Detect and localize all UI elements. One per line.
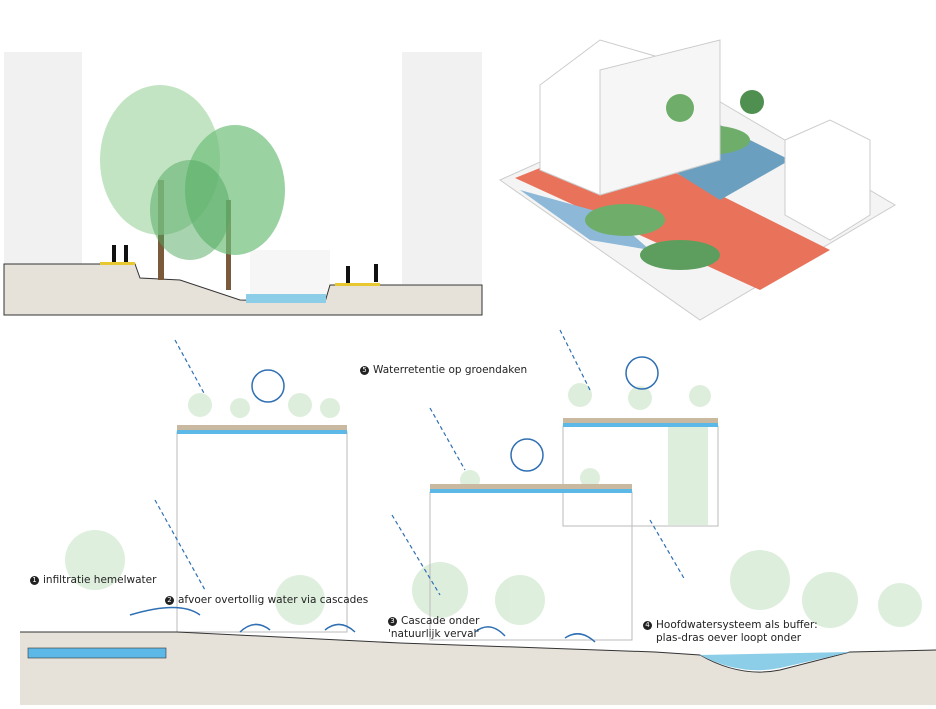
label-cascade: 3 Cascade onder'natuurlijk verval' xyxy=(388,615,479,641)
number-badge: 1 xyxy=(30,576,39,585)
number-badge: 3 xyxy=(388,617,397,626)
label-text: Waterretentie op groendaken xyxy=(373,364,528,376)
isometric-block xyxy=(498,39,896,321)
label-afvoer: 2 afvoer overtollig water via cascades xyxy=(165,594,368,607)
label-text: afvoer overtollig water via cascades xyxy=(178,594,369,606)
label-text: infiltratie hemelwater xyxy=(43,574,157,586)
label-hoofdwatersysteem: 4 Hoofdwatersysteem als buffer:plas-dras … xyxy=(643,619,818,645)
label-text: Hoofdwatersysteem als buffer: xyxy=(656,619,818,631)
label-text-line2: plas-dras oever loopt onder xyxy=(656,632,802,644)
label-text: Cascade onder xyxy=(401,615,480,627)
section-top-left xyxy=(3,52,483,316)
label-waterretentie: 5 Waterretentie op groendaken xyxy=(360,364,527,377)
label-text-line2: 'natuurlijk verval' xyxy=(388,628,480,640)
number-badge: 4 xyxy=(643,621,652,630)
number-badge: 2 xyxy=(165,596,174,605)
number-badge: 5 xyxy=(360,366,369,375)
cross-section-bottom xyxy=(20,329,936,705)
label-infiltratie: 1 infiltratie hemelwater xyxy=(30,574,156,587)
